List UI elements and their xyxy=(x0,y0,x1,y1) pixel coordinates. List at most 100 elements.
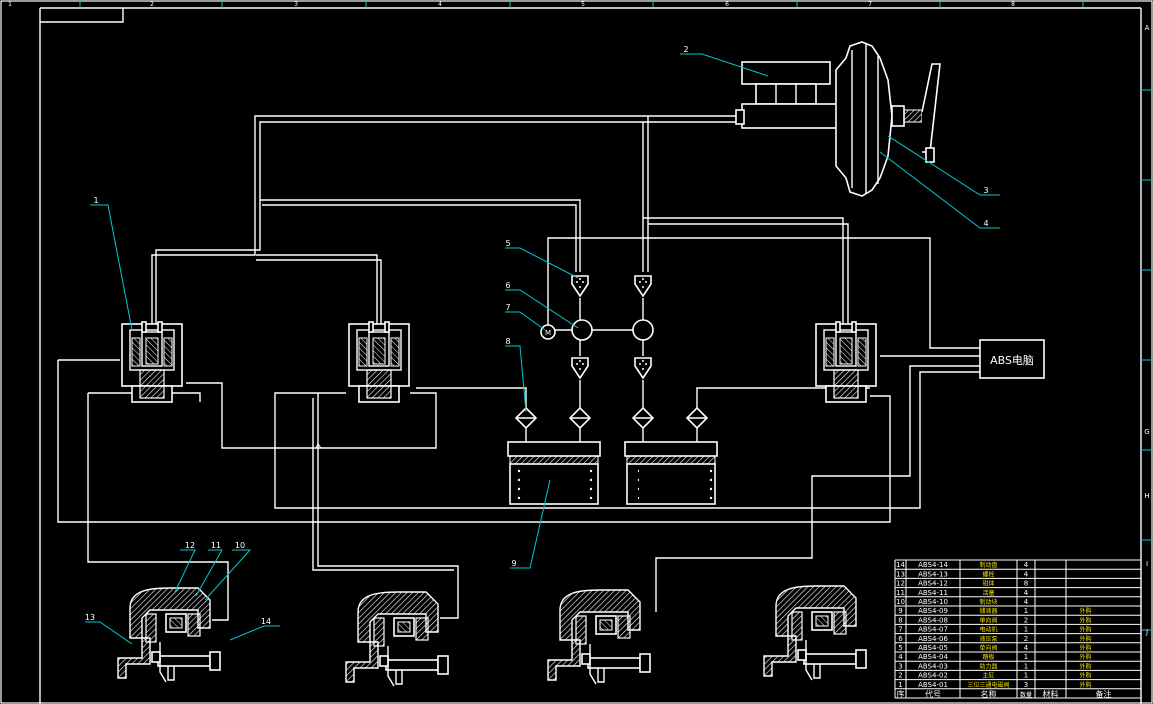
frame-row-mark: I xyxy=(1146,560,1148,568)
bom-row-note: 外购 xyxy=(1079,662,1091,670)
bom-row-number: 3 xyxy=(898,662,902,670)
bom-row-qty: 4 xyxy=(1024,570,1029,578)
bom-row-name: 钳体 xyxy=(982,580,994,588)
bom-row-number: 7 xyxy=(898,626,902,634)
svg-text:M: M xyxy=(545,329,551,337)
frame-row-mark: A xyxy=(1145,24,1150,32)
bom-row-qty: 4 xyxy=(1024,644,1029,652)
master-cylinder-assembly xyxy=(735,41,941,197)
bom-row-name: 电动机 xyxy=(979,626,997,634)
bom-row-qty: 1 xyxy=(1024,626,1028,634)
bom-row-name: 单向阀 xyxy=(979,644,997,652)
bom-row-number: 12 xyxy=(896,580,905,588)
callout-number: 3 xyxy=(983,186,988,195)
frame-column-mark: 6 xyxy=(725,1,729,8)
callout-number: 8 xyxy=(505,337,510,346)
abs-ecu-label: ABS电脑 xyxy=(990,354,1034,367)
frame-column-mark: 8 xyxy=(1011,1,1015,8)
bom-row-number: 10 xyxy=(896,598,905,606)
brake-caliper xyxy=(345,591,449,687)
bom-row-qty: 2 xyxy=(1024,635,1028,643)
bom-header-no: 序 xyxy=(897,689,905,699)
bom-row-name: 三位三通电磁阀 xyxy=(967,681,1009,689)
bom-row-number: 2 xyxy=(898,672,902,680)
bom-row-code: ABS4-04 xyxy=(918,653,948,661)
callout-leaders xyxy=(85,53,1000,645)
bom-row-qty: 4 xyxy=(1024,589,1029,597)
bom-header-note: 备注 xyxy=(1096,689,1112,699)
bom-row-code: ABS4-08 xyxy=(918,616,948,624)
bom-row-code: ABS4-01 xyxy=(918,681,948,689)
frame-column-mark: 4 xyxy=(438,1,442,8)
solenoid-valve xyxy=(815,321,877,403)
callout-number: 13 xyxy=(85,613,95,622)
frame-row-mark: H xyxy=(1144,492,1149,500)
bom-row-name: 制动块 xyxy=(979,598,997,606)
bom-row-number: 9 xyxy=(898,607,902,615)
bom-row-code: ABS4-09 xyxy=(918,607,948,615)
bom-row-code: ABS4-05 xyxy=(918,644,948,652)
bom-row-qty: 2 xyxy=(1024,616,1028,624)
frame-row-mark: J xyxy=(1145,628,1148,636)
frame-column-mark: 2 xyxy=(150,1,154,8)
bom-row-code: ABS4-07 xyxy=(918,626,948,634)
callout-number: 2 xyxy=(683,45,688,54)
bom-row-note: 外购 xyxy=(1079,626,1091,634)
solenoid-valve xyxy=(348,321,410,403)
bom-row-code: ABS4-10 xyxy=(918,598,948,606)
bom-row-name: 单向阀 xyxy=(979,616,997,624)
bom-row-note: 外购 xyxy=(1079,607,1091,615)
bom-row-note: 外购 xyxy=(1079,672,1091,680)
abs-ecu-box: ABS电脑 xyxy=(979,339,1045,379)
bom-row-name: 螺栓 xyxy=(982,570,994,578)
callout-number: 5 xyxy=(505,239,510,248)
bom-row-note: 外购 xyxy=(1079,681,1091,689)
bom-row-number: 8 xyxy=(898,616,902,624)
callout-number: 9 xyxy=(511,559,516,568)
bom-row-code: ABS4-13 xyxy=(918,570,948,578)
brake-caliper xyxy=(117,587,221,683)
bom-row-note: 外购 xyxy=(1079,635,1091,643)
bom-row-code: ABS4-11 xyxy=(918,589,948,597)
bom-row-code: ABS4-14 xyxy=(918,561,948,569)
callout-number: 10 xyxy=(235,541,245,550)
bom-row-note: 外购 xyxy=(1079,653,1091,661)
bom-header-qty: 数量 xyxy=(1020,691,1032,699)
bom-row-code: ABS4-12 xyxy=(918,580,948,588)
bom-row-name: 主缸 xyxy=(982,672,994,680)
callout-number: 6 xyxy=(505,281,510,290)
frame-column-mark: 7 xyxy=(868,1,872,8)
bom-header-code: 代号 xyxy=(925,689,941,699)
bom-row-qty: 4 xyxy=(1024,561,1029,569)
callout-number: 1 xyxy=(93,196,98,205)
bom-row-number: 11 xyxy=(896,589,905,597)
bom-row-name: 液压泵 xyxy=(979,635,997,643)
bom-row-code: ABS4-02 xyxy=(918,672,948,680)
hydraulic-lines xyxy=(57,115,980,621)
bom-row-note: 外购 xyxy=(1079,644,1091,652)
bom-row-name: 活塞 xyxy=(982,589,994,597)
bom-row-code: ABS4-06 xyxy=(918,635,948,643)
bom-row-qty: 1 xyxy=(1024,607,1028,615)
bom-row-name: 制动盘 xyxy=(979,561,997,569)
frame-column-mark: 5 xyxy=(581,1,585,8)
bom-row-name: 助力器 xyxy=(979,662,997,670)
bom-row-number: 5 xyxy=(898,644,902,652)
bom-row-number: 14 xyxy=(896,561,905,569)
callout-number: 4 xyxy=(983,219,988,228)
bom-row-number: 1 xyxy=(898,681,902,689)
frame-column-mark: 1 xyxy=(8,1,12,8)
bom-row-number: 13 xyxy=(896,570,905,578)
bom-row-code: ABS4-03 xyxy=(918,662,948,670)
pump-valve-group: M xyxy=(515,275,708,429)
frame-row-mark: G xyxy=(1144,428,1149,436)
accumulator xyxy=(507,441,718,505)
bom-row-qty: 1 xyxy=(1024,672,1028,680)
bom-header-material: 材料 xyxy=(1043,689,1059,699)
bom-row-qty: 1 xyxy=(1024,653,1028,661)
frame-column-mark: 3 xyxy=(294,1,298,8)
bom-row-number: 4 xyxy=(898,653,903,661)
bom-row-qty: 8 xyxy=(1024,580,1028,588)
bom-row-note: 外购 xyxy=(1079,616,1091,624)
